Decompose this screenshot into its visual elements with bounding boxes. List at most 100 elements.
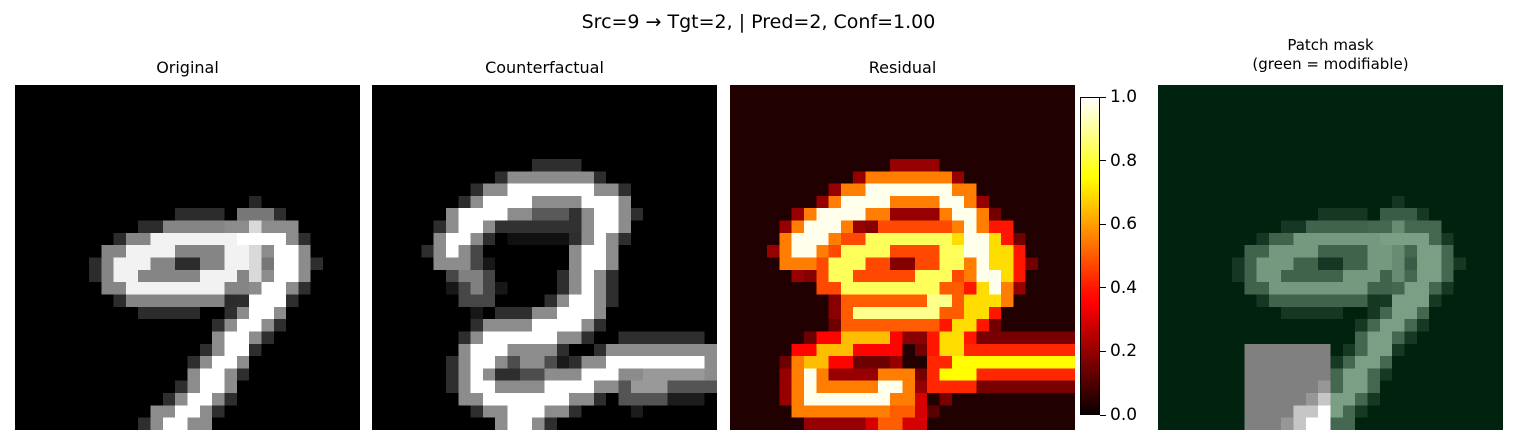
original-pixel bbox=[15, 417, 28, 430]
residual-pixel bbox=[1025, 245, 1039, 258]
original-pixel bbox=[199, 195, 213, 209]
original-pixel bbox=[138, 232, 151, 246]
residual-pixel bbox=[1025, 121, 1039, 135]
residual-pixel bbox=[766, 306, 780, 320]
original-pixel bbox=[273, 269, 287, 283]
counterfactual-pixel bbox=[581, 343, 595, 357]
patch-mask-pixel bbox=[1429, 183, 1442, 197]
residual-pixel bbox=[877, 294, 891, 308]
counterfactual-pixel bbox=[606, 232, 619, 246]
residual-pixel bbox=[1062, 121, 1075, 135]
residual-pixel bbox=[964, 294, 977, 308]
residual-pixel bbox=[803, 368, 817, 381]
residual-pixel bbox=[890, 195, 903, 209]
residual-pixel bbox=[791, 343, 805, 357]
patch-mask-pixel bbox=[1281, 121, 1294, 135]
original-pixel bbox=[261, 269, 274, 283]
original-pixel bbox=[261, 319, 274, 332]
residual-pixel bbox=[865, 356, 879, 369]
original-pixel bbox=[101, 343, 114, 357]
original-pixel bbox=[187, 319, 201, 332]
original-pixel bbox=[101, 356, 114, 369]
counterfactual-pixel bbox=[630, 208, 644, 221]
counterfactual-pixel bbox=[372, 319, 385, 332]
original-pixel bbox=[224, 319, 238, 332]
residual-pixel bbox=[902, 171, 916, 184]
counterfactual-pixel bbox=[606, 331, 619, 344]
patch-mask-pixel bbox=[1231, 368, 1245, 381]
original-pixel bbox=[162, 97, 176, 110]
original-pixel bbox=[51, 306, 65, 320]
residual-pixel bbox=[1050, 146, 1063, 160]
counterfactual-pixel bbox=[581, 121, 595, 135]
original-pixel bbox=[125, 269, 139, 283]
counterfactual-pixel bbox=[569, 171, 582, 184]
patch-mask-pixel bbox=[1170, 356, 1183, 369]
patch-mask-pixel bbox=[1441, 282, 1454, 295]
residual-pixel bbox=[779, 380, 792, 394]
residual-pixel bbox=[877, 269, 891, 283]
original-pixel bbox=[323, 183, 336, 197]
patch-mask-pixel bbox=[1441, 85, 1454, 98]
original-pixel bbox=[101, 393, 114, 406]
residual-pixel bbox=[902, 85, 916, 98]
residual-pixel bbox=[1001, 146, 1014, 160]
patch-mask-pixel bbox=[1342, 306, 1356, 320]
patch-mask-pixel bbox=[1182, 393, 1196, 406]
patch-mask-pixel bbox=[1404, 195, 1417, 209]
residual-pixel bbox=[730, 97, 743, 110]
counterfactual-pixel bbox=[569, 158, 582, 172]
counterfactual-pixel bbox=[704, 356, 717, 369]
patch-mask-pixel bbox=[1379, 121, 1393, 135]
residual-pixel bbox=[803, 195, 817, 209]
original-pixel bbox=[199, 269, 213, 283]
residual-pixel bbox=[1025, 158, 1039, 172]
residual-pixel bbox=[914, 97, 928, 110]
counterfactual-pixel bbox=[643, 282, 656, 295]
patch-mask-pixel bbox=[1281, 220, 1294, 234]
patch-mask-pixel bbox=[1330, 208, 1344, 221]
counterfactual-pixel bbox=[581, 319, 595, 332]
residual-pixel bbox=[742, 171, 755, 184]
counterfactual-pixel bbox=[680, 269, 693, 283]
patch-mask-pixel bbox=[1342, 393, 1356, 406]
patch-mask-pixel bbox=[1441, 232, 1454, 246]
original-pixel bbox=[310, 85, 324, 98]
patch-mask-pixel bbox=[1429, 208, 1442, 221]
counterfactual-pixel bbox=[396, 121, 410, 135]
patch-mask-pixel bbox=[1416, 380, 1430, 394]
counterfactual-pixel bbox=[618, 134, 631, 147]
original-pixel bbox=[273, 294, 287, 308]
counterfactual-pixel bbox=[433, 257, 447, 271]
counterfactual-pixel bbox=[667, 257, 681, 271]
counterfactual-pixel bbox=[606, 405, 619, 418]
residual-pixel bbox=[902, 269, 916, 283]
patch-mask-pixel bbox=[1490, 171, 1503, 184]
original-pixel bbox=[298, 405, 311, 418]
original-pixel bbox=[261, 232, 274, 246]
residual-pixel bbox=[890, 269, 903, 283]
counterfactual-pixel bbox=[519, 294, 533, 308]
residual-pixel bbox=[803, 232, 817, 246]
residual-pixel bbox=[1013, 208, 1026, 221]
patch-mask-pixel bbox=[1404, 356, 1417, 369]
original-pixel bbox=[15, 269, 28, 283]
residual-pixel bbox=[964, 220, 977, 234]
patch-mask-pixel bbox=[1330, 282, 1344, 295]
counterfactual-pixel bbox=[384, 343, 397, 357]
counterfactual-pixel bbox=[372, 134, 385, 147]
original-pixel bbox=[249, 85, 262, 98]
original-pixel bbox=[212, 417, 225, 430]
original-pixel bbox=[175, 171, 188, 184]
original-pixel bbox=[212, 121, 225, 135]
original-pixel bbox=[125, 171, 139, 184]
residual-pixel bbox=[1038, 257, 1051, 271]
residual-pixel bbox=[766, 282, 780, 295]
residual-pixel bbox=[816, 245, 829, 258]
original-pixel bbox=[39, 294, 53, 308]
patch-mask-pixel bbox=[1466, 282, 1479, 295]
patch-mask-pixel bbox=[1182, 195, 1196, 209]
original-pixel bbox=[310, 208, 324, 221]
patch-mask-pixel bbox=[1318, 368, 1331, 381]
residual-pixel bbox=[927, 417, 940, 430]
